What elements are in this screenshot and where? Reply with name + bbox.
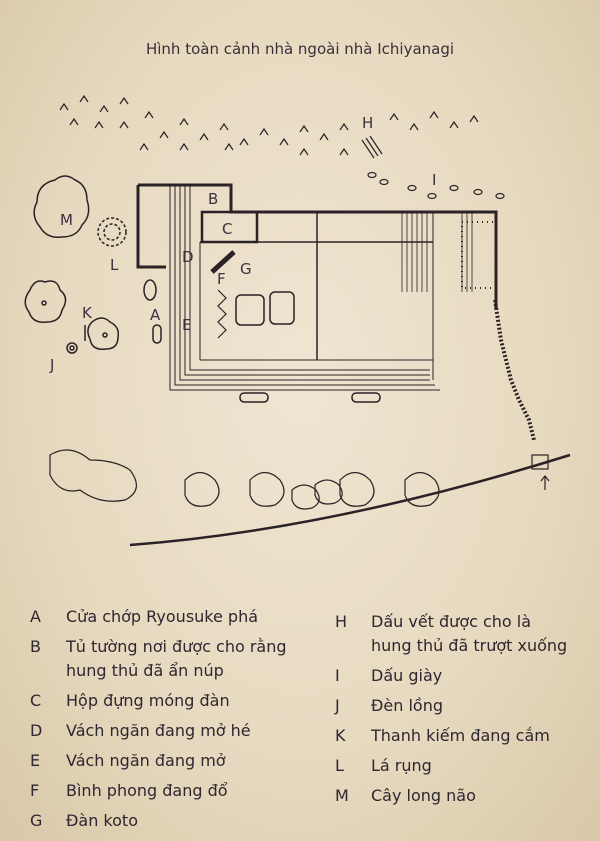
label-e: E (182, 316, 191, 334)
forest-edge (59, 94, 479, 156)
label-m: M (60, 211, 73, 229)
fallen-leaves-icon (97, 217, 127, 247)
steps (493, 299, 536, 441)
label-b: B (208, 190, 218, 208)
tree-icon (24, 280, 67, 324)
label-k: K (82, 304, 93, 322)
label-f: F (217, 270, 226, 288)
shoe-prints (367, 171, 505, 200)
lantern-icon (66, 342, 78, 354)
label-g: G (240, 260, 252, 278)
hedge (49, 449, 137, 502)
floor-plan: M L K J A B C D E F G H I (24, 94, 571, 547)
road-edge (129, 453, 571, 547)
shrub (184, 471, 440, 510)
label-a: A (150, 306, 161, 324)
camphor-tree-icon (33, 175, 90, 239)
label-j: J (49, 356, 54, 374)
tree-icon (87, 317, 120, 351)
label-l: L (110, 256, 119, 274)
label-i: I (432, 171, 436, 189)
arrow-icon (540, 475, 550, 490)
map-title: Hình toàn cảnh nhà ngoài nhà Ichiyanagi (145, 40, 455, 58)
map-labels: M L K J A B C D E F G H I (49, 114, 436, 374)
label-h: H (362, 114, 373, 132)
slide-marks-h (361, 135, 383, 159)
label-d: D (182, 248, 194, 266)
house (136, 183, 498, 403)
label-c: C (222, 220, 232, 238)
